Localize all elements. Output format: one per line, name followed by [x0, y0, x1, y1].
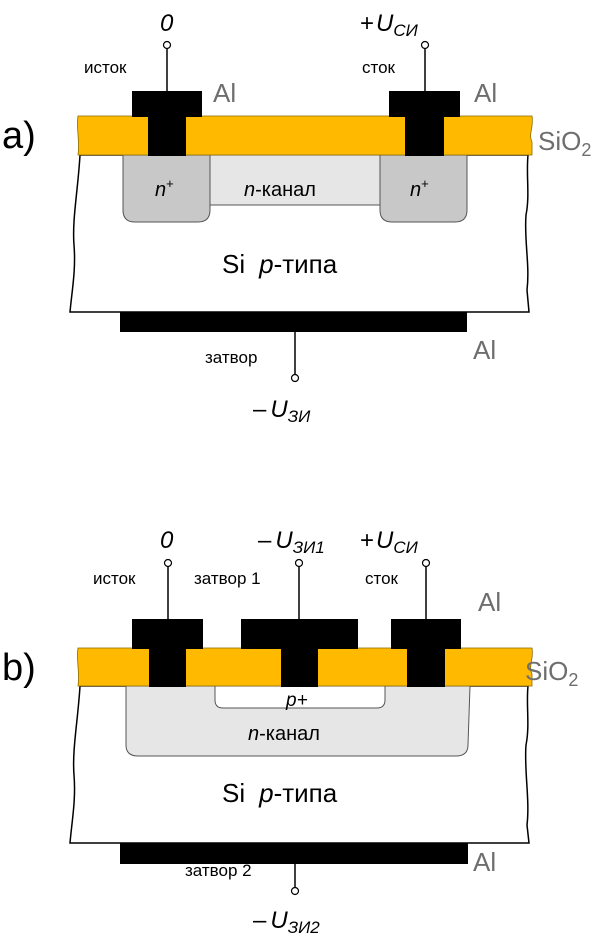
drain-potential-b: +UСИ	[360, 527, 419, 557]
sio2-label-a: SiO2	[538, 126, 591, 160]
gate1-potential-b: –UЗИ1	[258, 527, 325, 557]
source-potential-a: 0	[160, 10, 174, 37]
drain-label-b: сток	[365, 569, 399, 588]
sio2-label-b: SiO2	[525, 656, 578, 690]
n-plus-source-label-a: n+	[155, 176, 174, 201]
al-label-top-right-a: Al	[474, 78, 497, 108]
source-terminal-a[interactable]	[162, 40, 172, 50]
gate1-terminal-b[interactable]	[294, 558, 304, 568]
drain-terminal-a[interactable]	[420, 40, 430, 50]
drain-contact-a	[389, 91, 460, 117]
source-via-a	[148, 116, 186, 156]
drain-via-a	[405, 116, 444, 156]
drain-potential-a: +UСИ	[360, 10, 419, 40]
n-plus-drain-label-a: n+	[410, 176, 429, 201]
drain-via-b	[407, 648, 445, 687]
n-plus-source-a	[122, 154, 211, 223]
gate-label-a: затвор	[205, 348, 257, 367]
drain-terminal-b[interactable]	[421, 558, 431, 568]
diagram-b: b) 0 исток –UЗИ1 затвор 1 +UСИ сто	[2, 527, 578, 937]
al-label-top-left-a: Al	[213, 78, 236, 108]
drain-contact-b	[391, 619, 461, 649]
panel-label-a: a)	[2, 115, 36, 157]
source-label-b: исток	[93, 569, 136, 588]
gate-potential-a: –UЗИ	[253, 396, 311, 426]
n-plus-drain-a	[379, 154, 468, 223]
source-potential-b: 0	[160, 527, 174, 554]
n-channel-label-b: n-канал	[248, 723, 320, 745]
gate2-potential-b: –UЗИ2	[253, 907, 320, 937]
al-label-bottom-a: Al	[473, 335, 496, 365]
gate-contact-a	[120, 312, 467, 332]
gate1-via-b	[281, 648, 318, 687]
n-channel-label-a: n-канал	[244, 179, 316, 201]
source-terminal-b[interactable]	[163, 558, 173, 568]
source-contact-b	[132, 619, 203, 649]
p-plus-region-b	[214, 685, 386, 709]
al-label-top-b: Al	[478, 587, 501, 617]
source-via-b	[149, 648, 186, 687]
p-plus-label-b: p+	[285, 690, 308, 711]
drain-label-a: сток	[362, 58, 396, 77]
gate2-terminal-b[interactable]	[290, 886, 300, 896]
n-channel-a	[204, 154, 386, 206]
gate-terminal-a[interactable]	[290, 373, 300, 383]
gate2-contact-b	[120, 843, 468, 864]
source-contact-a	[132, 91, 202, 117]
al-label-bottom-b: Al	[473, 847, 496, 877]
diagram-a: a) 0 исток +UСИ сток Al Al SiO2	[2, 10, 591, 426]
gate1-label-b: затвор 1	[194, 569, 261, 588]
oxide-layer-a	[77, 115, 533, 156]
source-label-a: исток	[84, 58, 127, 77]
panel-label-b: b)	[2, 647, 36, 689]
gate1-contact-b	[241, 619, 358, 649]
gate2-label-b: затвор 2	[185, 861, 252, 880]
